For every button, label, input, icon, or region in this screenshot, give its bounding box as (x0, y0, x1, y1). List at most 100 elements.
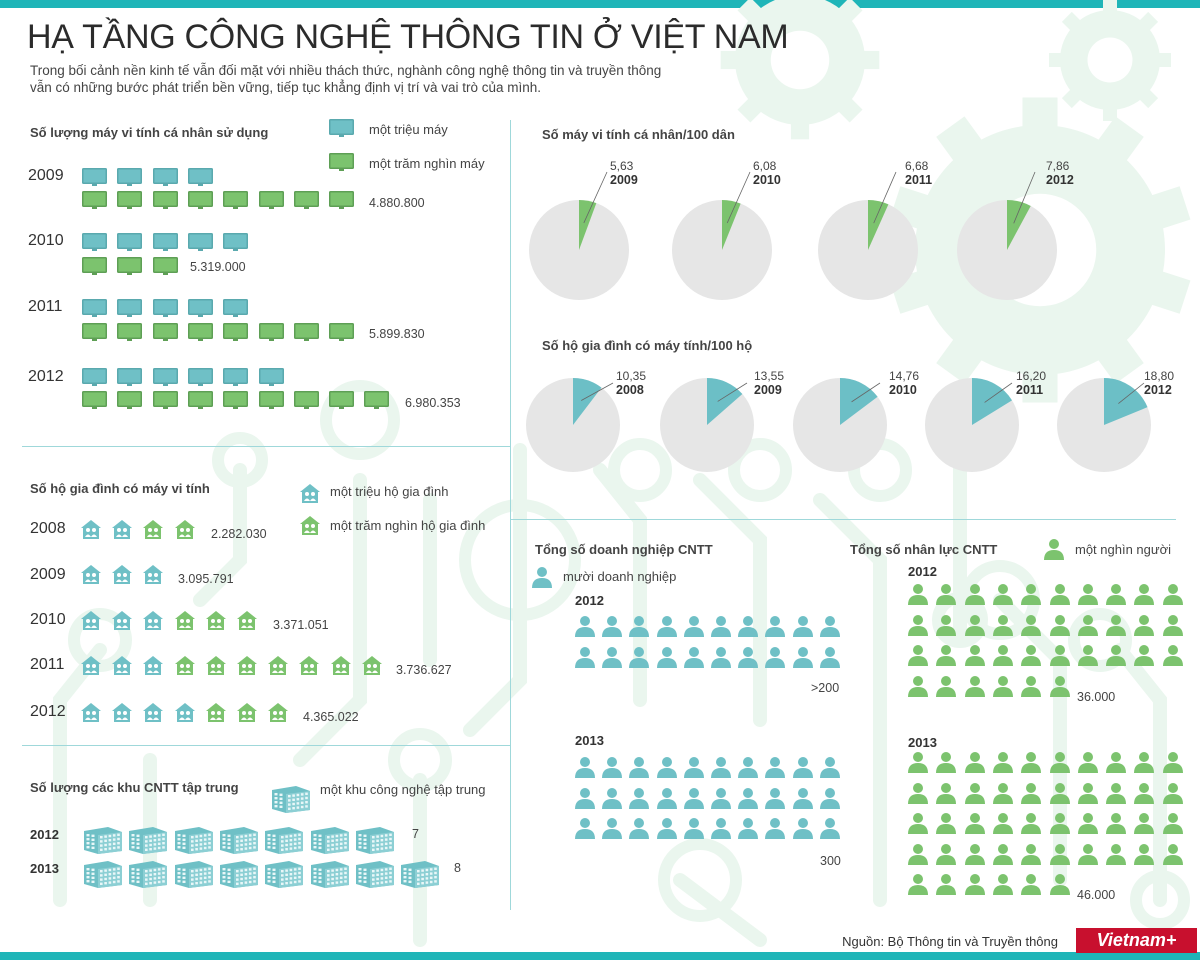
workforce-person-icon (1049, 675, 1070, 697)
house-hundredk-icon (268, 703, 289, 722)
workforce-person-icon (1021, 614, 1042, 636)
enterprise-person-icon (683, 757, 704, 778)
enterprise-person-icon (792, 818, 813, 839)
workforce-person-icon (1077, 584, 1098, 605)
workforce-person-icon (936, 675, 957, 697)
house-million-icon (112, 656, 133, 675)
workforce-person-icon (1134, 614, 1155, 636)
enterprise-person-icon (602, 787, 623, 809)
pcs100-pie-2009-slice (579, 200, 597, 250)
house-million-icon (81, 611, 101, 630)
it-park-building-icon (129, 827, 168, 854)
top-accent-bar (0, 0, 1200, 8)
workforce-person-icon (908, 752, 928, 773)
workforce-person-icon (992, 752, 1013, 773)
workforce-person-icon (936, 752, 957, 773)
workforce-person-icon (1106, 752, 1127, 773)
hh100-pie-2009 (660, 378, 754, 472)
itparks-value-2013: 8 (454, 861, 461, 875)
enterprise-person-icon (575, 757, 595, 778)
workforce-person-icon (992, 614, 1013, 636)
hh100-value-2008: 10,35 (616, 369, 647, 383)
workforce-person-icon (1106, 614, 1127, 636)
computer-hundredk-icon (293, 323, 319, 341)
enterprise-person-icon (629, 818, 650, 839)
workforce-person-icon (936, 813, 957, 834)
hh100-title: Số hộ gia đình có máy tính/100 hộ (542, 338, 753, 353)
workforce-person-icon (1106, 645, 1127, 666)
workforce-person-icon (1021, 752, 1042, 773)
pcs100-pie-2011 (818, 200, 918, 300)
hh100-pie-2008-slice (573, 378, 602, 425)
computer-hundredk-icon (329, 391, 355, 409)
households-value-2008: 2.282.030 (211, 527, 267, 541)
house-hundredk-icon (268, 656, 289, 675)
enterprise-person-icon (765, 757, 786, 778)
computer-million-icon (82, 168, 107, 186)
workforce-person-icon (992, 813, 1013, 834)
workforce-person-icon (992, 843, 1013, 865)
enterprise-person-icon (629, 646, 650, 668)
computer-million-icon (187, 299, 213, 317)
workforce-person-icon (1077, 614, 1098, 636)
households-value-2012: 4.365.022 (303, 710, 359, 724)
computers-value-2012: 6.980.353 (405, 396, 461, 410)
enterprise-person-icon (711, 646, 731, 668)
enterprise-person-icon (683, 787, 704, 809)
house-hundredk-icon (174, 611, 195, 630)
workforce-person-icon (908, 675, 928, 697)
enterprises-title: Tổng số doanh nghiệp CNTT (535, 542, 713, 557)
legend-house-hundredk-icon (300, 516, 320, 535)
it-park-building-icon (84, 827, 122, 854)
workforce-person-icon (964, 782, 985, 804)
hh100-year-2008: 2008 (616, 383, 644, 397)
pcs100-pie-2012 (957, 200, 1057, 300)
workforce-person-icon (1049, 752, 1070, 773)
computer-million-icon (258, 368, 284, 386)
computer-hundredk-icon (152, 391, 178, 409)
it-park-building-icon (84, 861, 122, 888)
it-park-building-icon (265, 861, 304, 888)
households-value-2009: 3.095.791 (178, 572, 234, 586)
computer-hundredk-icon (117, 323, 143, 341)
enterprise-person-icon (765, 646, 786, 668)
pcs100-pie-2010 (672, 200, 772, 300)
workforce-person-icon (908, 782, 928, 804)
computer-hundredk-icon (223, 191, 249, 209)
itparks-year-2012: 2012 (30, 827, 59, 842)
workforce-person-icon (1021, 584, 1042, 605)
workforce-person-icon (908, 614, 928, 636)
house-hundredk-icon (237, 703, 257, 722)
it-park-building-icon (265, 827, 304, 854)
bottom-accent-bar (0, 952, 1200, 960)
enterprise-person-icon (656, 818, 677, 839)
enterprise-person-icon (656, 787, 677, 809)
workforce-person-icon (992, 645, 1013, 666)
households-year-2008: 2008 (30, 520, 66, 537)
house-hundredk-icon (299, 656, 320, 675)
workforce-person-icon (908, 813, 928, 834)
enterprises-legend: mười doanh nghiệp (563, 569, 677, 584)
legend-enterprise-person-icon (532, 567, 552, 588)
computer-hundredk-icon (258, 391, 284, 409)
enterprise-person-icon (819, 757, 840, 778)
hh100-pie-2012-slice (1104, 378, 1148, 425)
hh100-value-2010: 14,76 (889, 369, 920, 383)
house-hundredk-icon (205, 656, 226, 675)
legend-workforce-person-icon (1044, 539, 1064, 560)
house-hundredk-icon (205, 703, 226, 722)
computers-year-2012: 2012 (28, 368, 64, 385)
computer-million-icon (187, 368, 213, 386)
house-million-icon (112, 520, 133, 539)
house-hundredk-icon (237, 611, 257, 630)
computer-hundredk-icon (258, 323, 284, 341)
intro-text: Trong bối cảnh nền kinh tế vẫn đối mặt v… (30, 63, 662, 95)
workforce-person-icon (1162, 782, 1183, 804)
workforce-person-icon (1134, 813, 1155, 834)
workforce-person-icon (1049, 614, 1070, 636)
house-million-icon (81, 703, 101, 722)
house-million-icon (112, 703, 133, 722)
computers-year-2011: 2011 (28, 298, 63, 315)
enterprise-person-icon (792, 646, 813, 668)
